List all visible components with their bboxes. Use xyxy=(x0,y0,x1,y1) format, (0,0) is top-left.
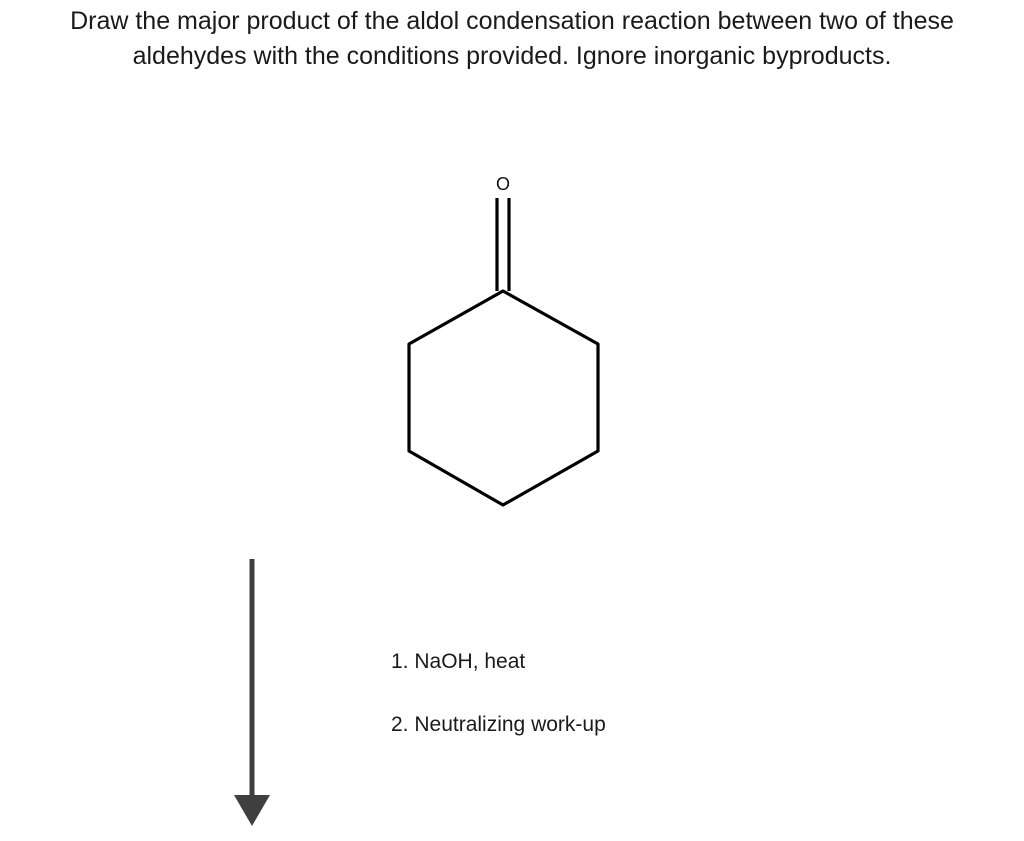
question-line-1: Draw the major product of the aldol cond… xyxy=(70,7,954,35)
reaction-conditions: 1. NaOH, heat 2. Neutralizing work-up xyxy=(391,648,606,774)
question-line-2: aldehydes with the conditions provided. … xyxy=(132,42,892,70)
arrow-head-icon xyxy=(234,795,270,826)
cyclohexanone-structure: O xyxy=(407,174,600,507)
carbonyl-double-bond xyxy=(495,198,511,291)
reaction-arrow xyxy=(234,559,270,826)
condition-step-2: 2. Neutralizing work-up xyxy=(391,713,606,736)
question-prompt: Draw the major product of the aldol cond… xyxy=(0,4,1024,74)
oxygen-atom-label: O xyxy=(496,174,510,194)
condition-step-1: 1. NaOH, heat xyxy=(391,650,526,673)
cyclohexane-ring xyxy=(407,289,600,507)
